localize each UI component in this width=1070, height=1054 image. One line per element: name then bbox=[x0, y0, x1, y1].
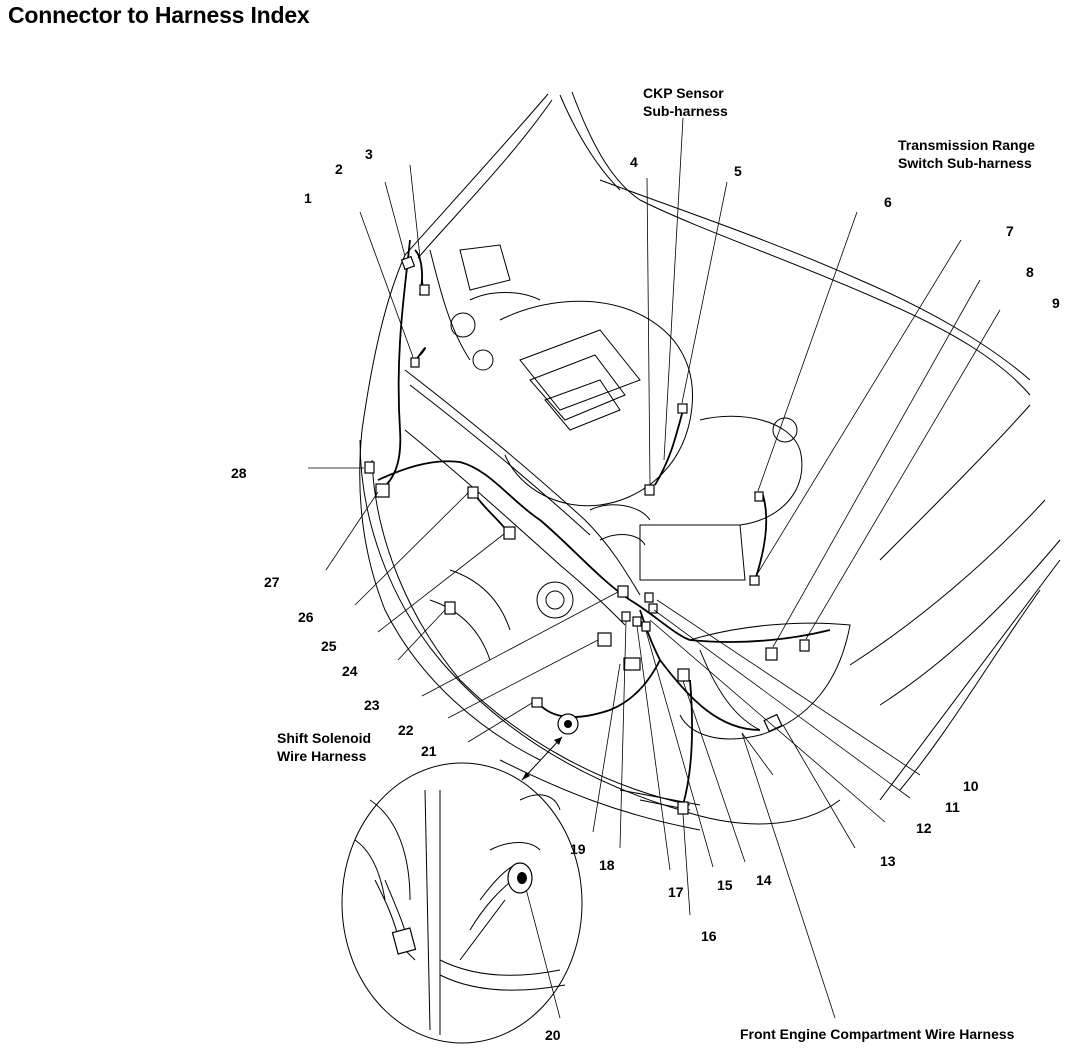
callout-9: 9 bbox=[1052, 295, 1060, 311]
callout-6: 6 bbox=[884, 194, 892, 210]
callout-8: 8 bbox=[1026, 264, 1034, 280]
callout-18: 18 bbox=[599, 857, 615, 873]
callout-15: 15 bbox=[717, 877, 733, 893]
engine-compartment-drawing bbox=[359, 91, 1061, 831]
callout-24: 24 bbox=[342, 663, 358, 679]
callout-12: 12 bbox=[916, 820, 932, 836]
callout-11: 11 bbox=[945, 799, 960, 815]
connectors bbox=[364, 255, 810, 815]
callout-3: 3 bbox=[365, 146, 373, 162]
wire-harness-routing bbox=[377, 239, 831, 806]
callout-13: 13 bbox=[880, 853, 896, 869]
callout-21: 21 bbox=[421, 743, 437, 759]
ckp-sensor-label-line2: Sub-harness bbox=[643, 103, 728, 119]
callout-16: 16 bbox=[701, 928, 717, 944]
callout-23: 23 bbox=[364, 697, 380, 713]
transmission-range-label-line2: Switch Sub-harness bbox=[898, 155, 1032, 171]
callout-25: 25 bbox=[321, 638, 337, 654]
page-title: Connector to Harness Index bbox=[8, 2, 310, 28]
ckp-sensor-label-line1: CKP Sensor bbox=[643, 85, 724, 101]
callout-20: 20 bbox=[545, 1027, 561, 1043]
shift-solenoid-label-line1: Shift Solenoid bbox=[277, 730, 371, 746]
leader-lines bbox=[308, 117, 1001, 1019]
callout-numbers: 1 2 3 4 5 6 7 8 9 10 11 12 13 14 15 16 1… bbox=[231, 146, 1060, 1043]
callout-10: 10 bbox=[963, 778, 979, 794]
transmission-range-label-line1: Transmission Range bbox=[898, 137, 1035, 153]
front-engine-harness-label: Front Engine Compartment Wire Harness bbox=[740, 1026, 1015, 1042]
callout-4: 4 bbox=[630, 154, 638, 170]
shift-solenoid-label-line2: Wire Harness bbox=[277, 748, 367, 764]
callout-1: 1 bbox=[304, 190, 312, 206]
callout-7: 7 bbox=[1006, 223, 1014, 239]
callout-19: 19 bbox=[570, 841, 586, 857]
callout-17: 17 bbox=[668, 884, 684, 900]
callout-22: 22 bbox=[398, 722, 414, 738]
callout-28: 28 bbox=[231, 465, 247, 481]
callout-5: 5 bbox=[734, 163, 742, 179]
callout-27: 27 bbox=[264, 574, 280, 590]
callout-14: 14 bbox=[756, 872, 772, 888]
harness-labels: CKP Sensor Sub-harness Transmission Rang… bbox=[277, 85, 1035, 1042]
callout-26: 26 bbox=[298, 609, 314, 625]
detail-magnifier bbox=[341, 762, 583, 1044]
callout-2: 2 bbox=[335, 161, 343, 177]
